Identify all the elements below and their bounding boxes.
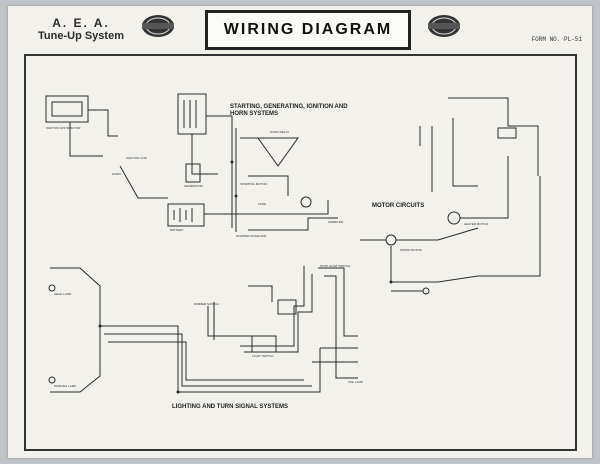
label-ammeter: AMMETER xyxy=(328,220,343,224)
wiper-switch-shape xyxy=(385,234,397,246)
wiring-schematic xyxy=(45,93,541,394)
section-motor-label: MOTOR CIRCUITS xyxy=(372,203,425,209)
diagram-frame xyxy=(24,54,577,451)
label-ignition-coil: IGNITION COIL xyxy=(126,156,148,160)
title-box: WIRING DIAGRAM xyxy=(205,10,411,50)
headlamp-left-shape xyxy=(48,284,56,292)
battery-shape xyxy=(167,203,205,227)
label-wiper-motor: WIPER MOTOR xyxy=(400,248,422,252)
label-generator: GENERATOR xyxy=(184,184,203,188)
section-starting-label: STARTING, GENERATING, IGNITION AND HORN … xyxy=(230,104,348,117)
distributor-left-shape xyxy=(45,95,89,123)
label-horn: HORN xyxy=(112,172,121,176)
diagram-title: WIRING DIAGRAM xyxy=(223,21,393,38)
heater-motor-shape xyxy=(447,211,461,225)
label-distributor: IGNITION DISTRIBUTOR xyxy=(46,126,81,130)
brand-line2: Tune-Up System xyxy=(38,30,124,42)
label-starting-motor: STARTING MOTOR xyxy=(240,182,267,186)
form-number: FORM NO. PL-51 xyxy=(531,36,582,43)
brand-line1: A. E. A. xyxy=(52,16,110,30)
generator-shape xyxy=(185,163,201,183)
label-light-switch: LIGHT SWITCH xyxy=(252,354,274,358)
label-parking-lamp: PARKING LAMP xyxy=(54,384,77,388)
emblem-right-icon xyxy=(428,15,460,37)
label-battery: BATTERY xyxy=(170,228,184,232)
light-switch-shape xyxy=(251,335,277,353)
brand-block: A. E. A. Tune-Up System xyxy=(38,16,124,42)
label-dimmer-switch: DIMMER SWITCH xyxy=(194,302,219,306)
label-fuse: FUSE xyxy=(258,202,267,206)
label-stop-light-switch: STOP LIGHT SWITCH xyxy=(320,264,351,268)
emblem-left-icon xyxy=(142,15,174,37)
regulator-shape xyxy=(177,93,207,135)
label-heater-motor: HEATER MOTOR xyxy=(464,222,488,226)
label-head-lamp: HEAD LAMP xyxy=(54,292,72,296)
label-horn-relay: HORN RELAY xyxy=(270,130,290,134)
label-tail-lamp: TAIL LAMP xyxy=(348,380,364,384)
label-starter-solenoid: STARTER SOLENOID xyxy=(236,234,267,238)
diagram-sheet: A. E. A. Tune-Up System WIRING DIAGRAM F… xyxy=(8,6,592,458)
section-lighting-label: LIGHTING AND TURN SIGNAL SYSTEMS xyxy=(172,404,289,410)
